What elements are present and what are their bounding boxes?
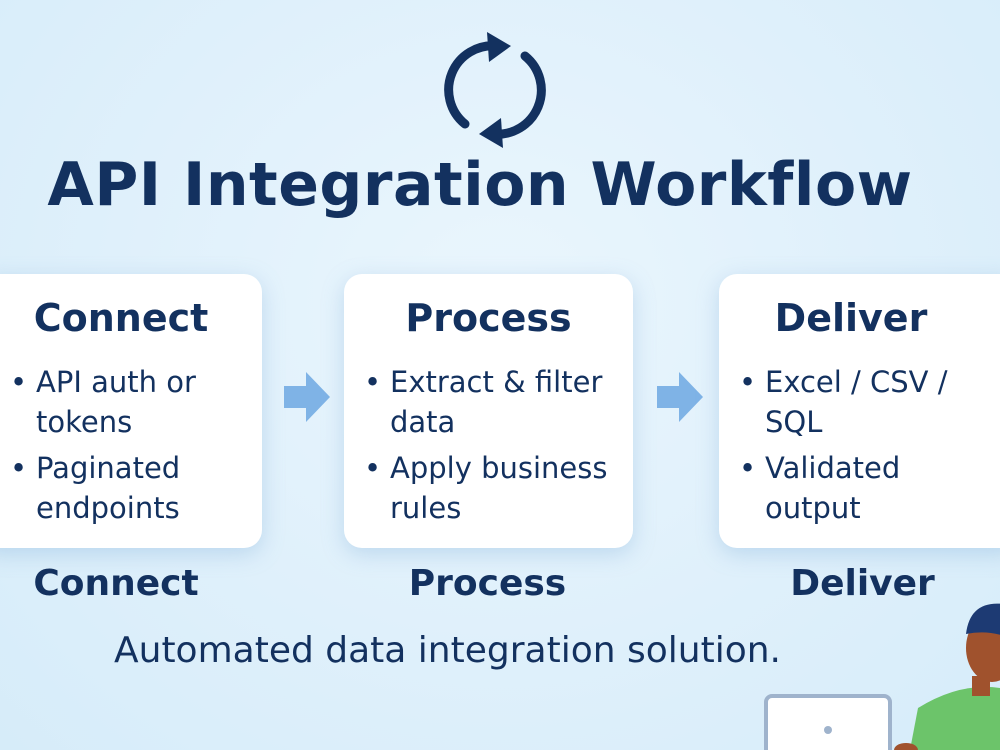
stage-card-title: Connect	[33, 296, 209, 340]
bullet-dot: •	[364, 365, 382, 399]
person-hair	[966, 603, 1000, 635]
stage-card-deliver: Deliver •Excel / CSV / SQL •Validated ou…	[719, 274, 1000, 548]
arrow-right-icon	[284, 372, 330, 422]
laptop-logo	[824, 726, 832, 734]
bullet-item: •Validated output	[739, 448, 999, 528]
person-torso	[910, 686, 1000, 750]
diagram-subtitle: Automated data integration solution.	[114, 630, 782, 671]
stage-card-process: Process •Extract & filter data •Apply bu…	[344, 274, 633, 548]
laptop-screen	[764, 694, 892, 750]
bullet-item: •Extract & filter data	[364, 362, 629, 442]
bullet-item: •Apply business rules	[364, 448, 629, 528]
stage-label-connect: Connect	[33, 563, 199, 604]
bullet-dot: •	[739, 451, 757, 485]
bullet-item: •API auth or tokens	[10, 362, 250, 442]
stage-bullet-list: •Excel / CSV / SQL •Validated output	[739, 362, 999, 534]
person-hand	[894, 743, 918, 750]
stage-bullet-list: •API auth or tokens •Paginated endpoints	[10, 362, 250, 534]
bullet-item: •Excel / CSV / SQL	[739, 362, 999, 442]
stage-label-process: Process	[408, 563, 567, 604]
bullet-dot: •	[364, 451, 382, 485]
stage-card-connect: Connect •API auth or tokens •Paginated e…	[0, 274, 262, 548]
bullet-dot: •	[10, 365, 28, 399]
stage-label-deliver: Deliver	[790, 563, 935, 604]
bullet-dot: •	[10, 451, 28, 485]
sync-icon	[444, 32, 546, 148]
bullet-dot: •	[739, 365, 757, 399]
stage-card-title: Deliver	[774, 296, 928, 340]
arrow-right-icon	[657, 372, 703, 422]
diagram-title: API Integration Workflow	[47, 150, 913, 220]
bullet-item: •Paginated endpoints	[10, 448, 250, 528]
stage-bullet-list: •Extract & filter data •Apply business r…	[364, 362, 629, 534]
person-illustration	[764, 603, 1000, 750]
stage-card-title: Process	[405, 296, 572, 340]
person-neck	[972, 676, 990, 696]
